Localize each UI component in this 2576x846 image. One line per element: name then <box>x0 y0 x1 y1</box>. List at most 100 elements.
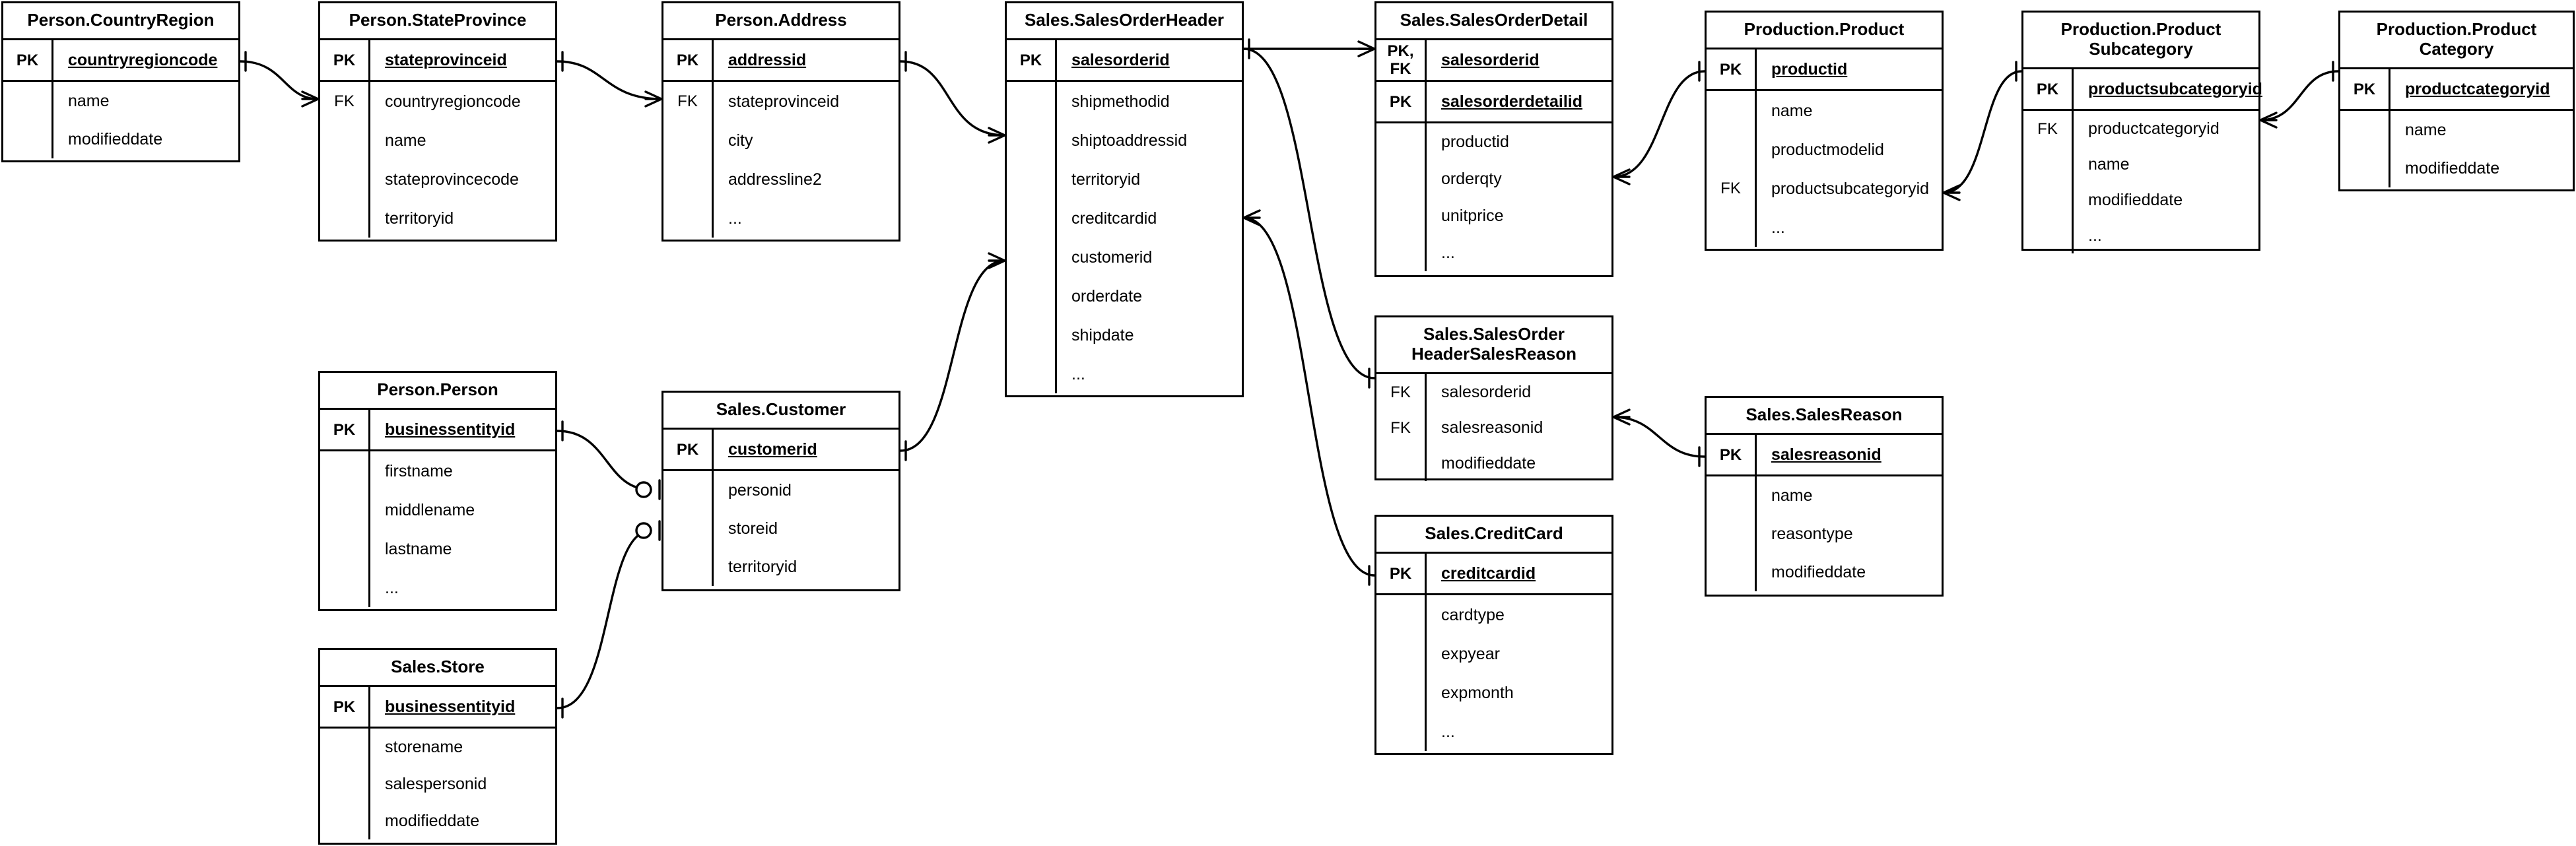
key-row: PK productcategoryid <box>2340 69 2573 109</box>
field-name: businessentityid <box>385 698 516 716</box>
key-marker <box>2340 149 2389 187</box>
key-marker <box>663 160 712 199</box>
field-name: salesorderdetailid <box>1441 92 1582 111</box>
key-marker: PK <box>2340 69 2390 109</box>
connector-salesorderheader-salesorderheadersalesreason <box>1242 48 1376 389</box>
field-name: modifieddate <box>2088 191 2183 209</box>
field-name: countryregioncode <box>385 92 521 111</box>
key-marker: PK <box>1376 82 1427 121</box>
entity-title: Person.Person <box>320 373 555 410</box>
field-name: lastname <box>385 539 452 558</box>
key-marker <box>2340 111 2389 149</box>
field-name: name <box>385 131 426 150</box>
key-marker <box>1007 354 1055 393</box>
key-marker <box>663 509 712 548</box>
field-name: name <box>68 92 110 110</box>
key-marker <box>1007 277 1055 315</box>
key-row: PK salesorderdetailid <box>1376 80 1611 121</box>
field-name: modifieddate <box>1441 454 1536 472</box>
key-marker: PK <box>3 40 53 80</box>
key-marker <box>1007 160 1055 199</box>
field-name: salesorderid <box>1441 383 1532 401</box>
key-marker <box>1707 130 1755 169</box>
key-marker: FK <box>1390 383 1411 401</box>
connector-stateprovince-address <box>556 51 663 108</box>
field-name: salesreasonid <box>1441 418 1543 437</box>
key-marker: PK <box>1007 40 1057 80</box>
key-marker <box>1707 91 1755 130</box>
key-marker <box>2023 218 2072 253</box>
field-name: shipdate <box>1071 325 1134 344</box>
key-column <box>3 82 53 158</box>
key-marker <box>320 765 368 802</box>
field-name: shipmethodid <box>1071 92 1170 111</box>
key-marker: PK <box>1376 554 1427 593</box>
connector-productsubcategory-productcategory <box>2259 61 2340 129</box>
field-name: city <box>728 131 753 150</box>
field-name: modifieddate <box>2405 159 2500 178</box>
entity-title: Sales.SalesReason <box>1707 398 1942 435</box>
field-name: productmodelid <box>1771 140 1884 159</box>
key-marker <box>320 529 368 568</box>
key-marker: PK, FK <box>1376 40 1427 80</box>
connector-salesorderdetail-product <box>1612 61 1706 185</box>
field-name: productid <box>1441 133 1509 151</box>
field-name: stateprovinceid <box>385 51 507 69</box>
key-marker <box>2023 146 2072 182</box>
field-column: salesorderid salesreasonid modifieddate <box>1427 374 1611 481</box>
field-name: salesorderid <box>1441 51 1540 69</box>
key-marker <box>1007 315 1055 354</box>
key-marker <box>320 568 368 607</box>
key-marker: PK <box>1707 49 1757 89</box>
field-name: name <box>1771 101 1813 120</box>
field-name: orderdate <box>1071 286 1143 306</box>
key-marker <box>1376 160 1425 197</box>
key-marker <box>2023 182 2072 218</box>
key-marker <box>3 120 51 158</box>
key-marker: FK <box>2037 119 2058 138</box>
key-marker: FK <box>334 92 355 110</box>
connector-store-customer <box>556 520 661 719</box>
field-name: productcategoryid <box>2405 80 2550 98</box>
entity-title: Sales.CreditCard <box>1376 517 1611 554</box>
key-marker <box>1707 476 1755 515</box>
connector-salesorderheadersalesreason-salesreason <box>1612 408 1706 467</box>
field-name: name <box>2088 155 2130 174</box>
field-name: storeid <box>728 519 778 538</box>
field-name: addressid <box>728 51 807 69</box>
field-name: customerid <box>728 440 817 459</box>
key-marker <box>1707 515 1755 553</box>
field-name: productcategoryid <box>2088 119 2220 138</box>
